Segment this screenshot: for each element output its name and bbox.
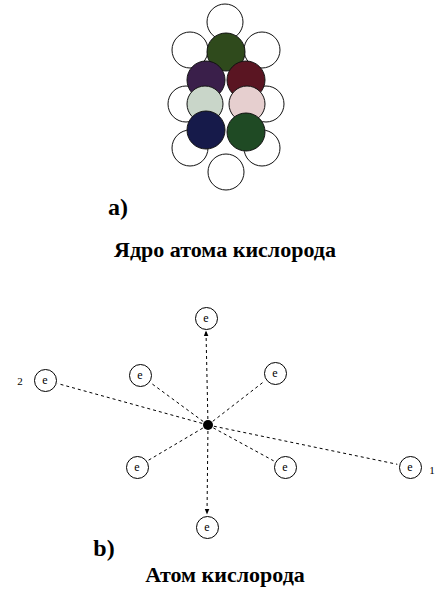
electron-circle: e (264, 362, 287, 385)
electron-symbol: e (204, 521, 209, 533)
nucleus-dot (203, 420, 213, 430)
dashed-line (58, 384, 209, 426)
dashed-line (206, 331, 208, 425)
electron-circle: e (34, 369, 57, 392)
nucleon (187, 111, 225, 149)
caption-text: Ядро атома кислорода (114, 238, 336, 262)
electron-circle: e (195, 307, 218, 330)
electron-lines (58, 331, 398, 514)
dashed-line (208, 425, 274, 461)
electron-symbol: e (203, 312, 208, 324)
dashed-line (148, 425, 208, 460)
dashed-line (207, 425, 208, 514)
electron-symbol: e (407, 461, 412, 473)
callout-number: 1 (429, 464, 435, 476)
caption-text: b) (93, 535, 114, 561)
dashed-line (208, 381, 265, 425)
dashed-line (208, 425, 397, 464)
electron-circle: e (274, 456, 297, 479)
oxygen-nucleus (168, 4, 284, 190)
nucleon (208, 154, 244, 190)
caption-text: Атом кислорода (145, 563, 305, 587)
nucleon (227, 113, 265, 151)
caption-text: a) (108, 194, 128, 220)
dashed-line (151, 383, 209, 425)
electron-symbol: e (282, 461, 287, 473)
electron-symbol: e (272, 367, 277, 379)
electron-symbol: e (137, 369, 142, 381)
electron-symbol: e (134, 461, 139, 473)
electron-circle: e (126, 456, 149, 479)
electron-circle: e (399, 456, 422, 479)
electron-symbol: e (42, 374, 47, 386)
callout-number: 2 (17, 375, 23, 387)
electron-circle: e (129, 364, 152, 387)
electron-circle: e (196, 516, 219, 539)
